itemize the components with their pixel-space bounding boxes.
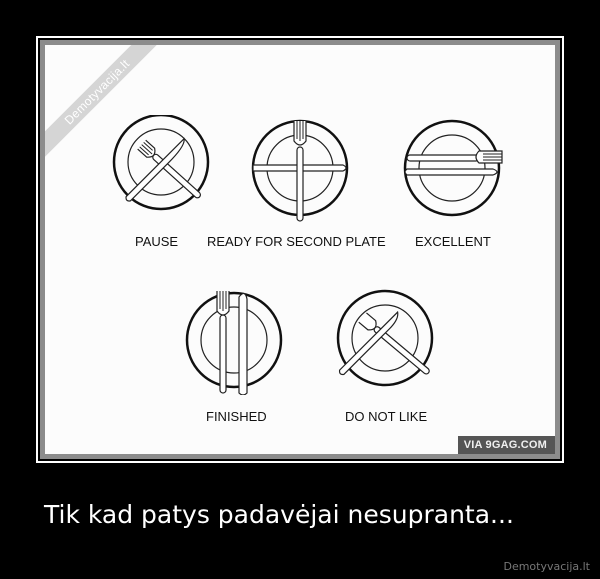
plate-do-not-like-icon: [336, 289, 434, 387]
label-finished: FINISHED: [206, 409, 267, 424]
label-excellent: EXCELLENT: [415, 234, 491, 249]
caption: Tik kad patys padavėjai nesupranta...: [44, 500, 514, 529]
plate-ready-icon: [251, 119, 349, 222]
label-pause: PAUSE: [135, 234, 179, 249]
label-ready: READY FOR SECOND PLATE: [207, 234, 386, 249]
site-watermark: Demotyvacija.lt: [503, 560, 590, 573]
credit-badge: VIA 9GAG.COM: [457, 436, 555, 454]
poster-frame: Demotyvacija.lt: [36, 36, 564, 463]
plate-pause-icon: [112, 115, 210, 211]
poster-image: Demotyvacija.lt: [45, 45, 555, 454]
plate-excellent-icon: [403, 119, 503, 217]
plate-finished-icon: [185, 291, 283, 395]
poster-border: Demotyvacija.lt: [40, 40, 560, 459]
label-do-not-like: DO NOT LIKE: [345, 409, 428, 424]
